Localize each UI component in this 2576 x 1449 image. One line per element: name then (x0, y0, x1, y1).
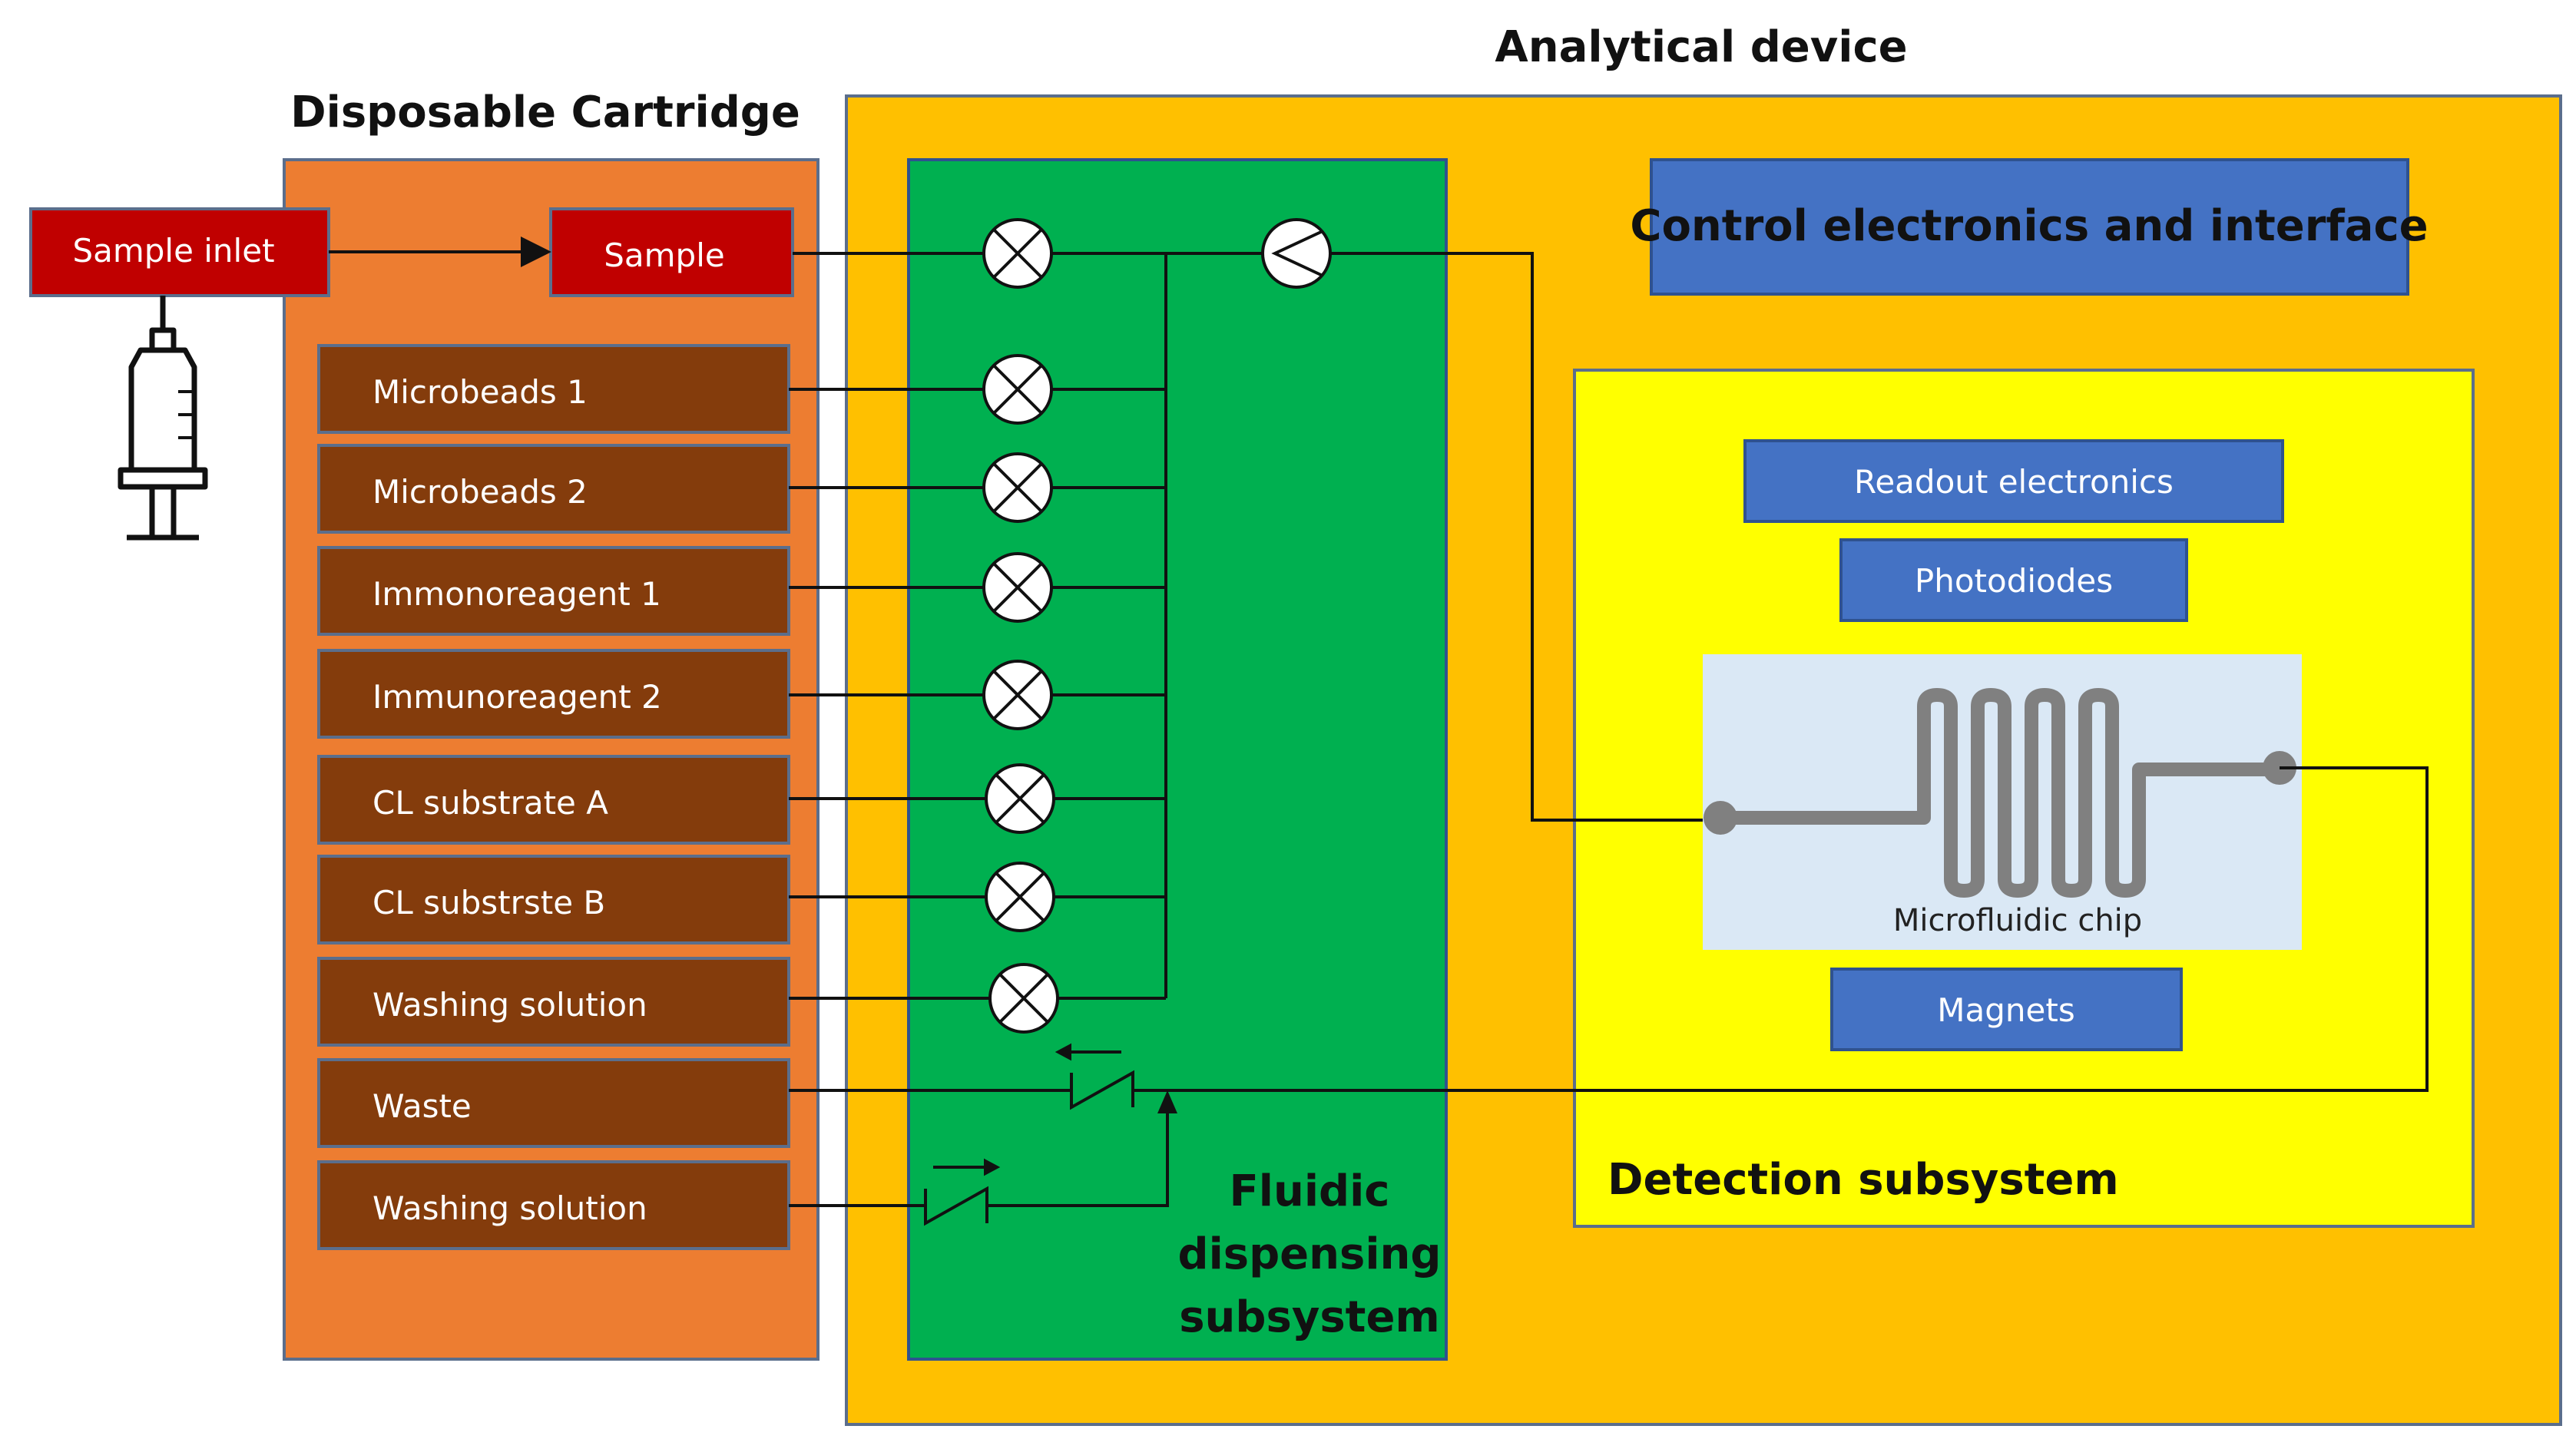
photodiodes-label: Photodiodes (1915, 562, 2113, 600)
reagent-box: Waste (317, 1058, 790, 1148)
flow-arrowhead (1157, 1090, 1177, 1113)
control-electronics-box (1650, 158, 2409, 296)
reagent-box: CL substrate A (317, 755, 790, 845)
reagent-box: CL substrste B (317, 855, 790, 944)
chip-inlet-port (1704, 801, 1737, 835)
valve-icon (982, 218, 1053, 289)
reagent-box: Washing solution (317, 1160, 790, 1250)
sample-box (549, 207, 794, 297)
reagent-label: Washing solution (372, 1189, 647, 1227)
valve-icon (985, 763, 1055, 834)
photodiodes-box (1839, 538, 2188, 622)
disposable-cartridge-title: Disposable Cartridge (290, 88, 800, 137)
syringe-icon (118, 296, 208, 541)
sample-inlet-box (29, 207, 330, 297)
detection-subsystem-label: Detection subsystem (1608, 1155, 2119, 1205)
reagent-box: Immonoreagent 1 (317, 546, 790, 636)
valve-icon (982, 660, 1053, 730)
check-valve-waste-icon (1055, 1043, 1134, 1110)
readout-electronics-label: Readout electronics (1854, 463, 2174, 501)
analytical-device-title: Analytical device (1495, 22, 1907, 72)
reagent-label: CL substrate A (372, 784, 608, 822)
reagent-box: Immunoreagent 2 (317, 649, 790, 739)
reagent-label: Microbeads 2 (372, 473, 588, 511)
valve-icon (982, 354, 1053, 425)
reagent-label: Waste (372, 1087, 472, 1125)
check-valve-washing-icon (924, 1158, 1001, 1226)
valve-icon (982, 552, 1053, 623)
fluidic-label-line3: subsystem (1179, 1292, 1440, 1342)
reagent-box: Washing solution (317, 957, 790, 1047)
reagent-box: Microbeads 1 (317, 344, 790, 434)
sample-label: Sample (604, 237, 724, 274)
magnets-label: Magnets (1937, 991, 2074, 1029)
reagent-label: CL substrste B (372, 884, 605, 921)
reagent-label: Washing solution (372, 986, 647, 1024)
reagent-box: Microbeads 2 (317, 444, 790, 534)
readout-electronics-box (1743, 439, 2284, 523)
valve-icon (982, 452, 1053, 523)
reagent-label: Immonoreagent 1 (372, 575, 661, 613)
reagent-label: Microbeads 1 (372, 373, 588, 411)
fluidic-label-line1: Fluidic (1230, 1166, 1390, 1216)
fluid-lines (789, 252, 2429, 1207)
serpentine-channel (1715, 688, 2286, 898)
valve-icon (985, 862, 1055, 932)
check-valve-sample-icon (1261, 218, 1332, 289)
fluidic-label-line2: dispensing (1177, 1229, 1441, 1279)
sample-inlet-label: Sample inlet (72, 232, 274, 270)
valve-icon (988, 963, 1059, 1034)
reagent-label: Immunoreagent 2 (372, 678, 662, 716)
magnets-box (1830, 968, 2183, 1051)
microfluidic-chip-label: Microfluidic chip (1893, 903, 2142, 938)
fluidic-dispensing-box (907, 158, 1448, 1361)
reagent-boxes: Microbeads 1 Microbeads 2 Immonoreagent … (317, 344, 790, 1250)
control-electronics-label: Control electronics and interface (1630, 201, 2428, 251)
